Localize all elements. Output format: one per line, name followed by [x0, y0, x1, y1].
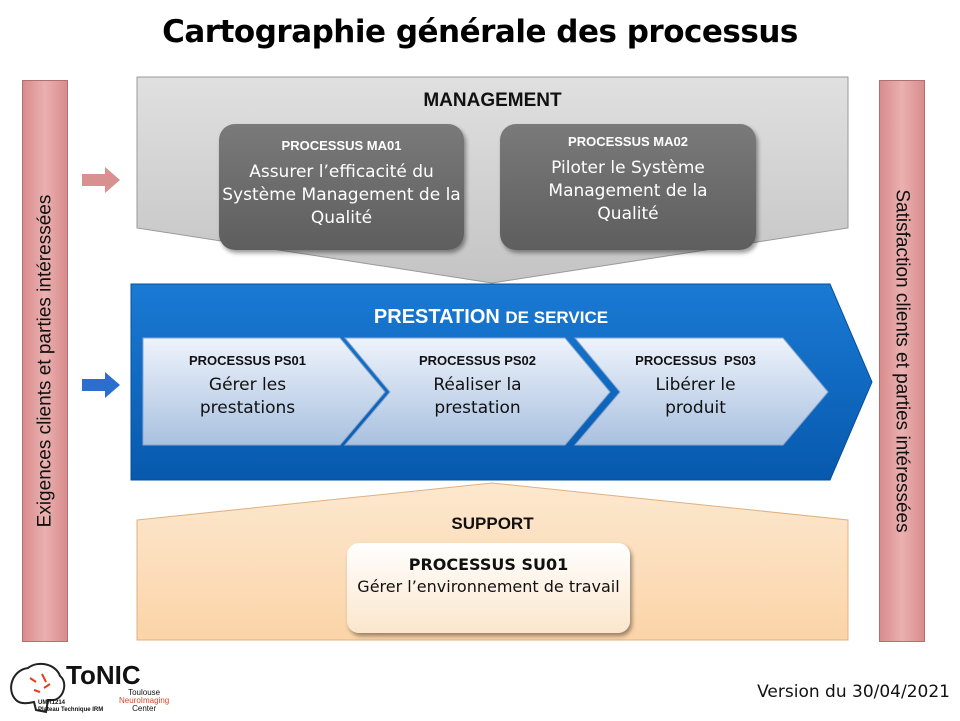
- process-code: PROCESSUS SU01: [408, 555, 569, 574]
- process-ma02[interactable]: PROCESSUS MA02 Piloter le Système Manage…: [500, 124, 756, 250]
- logo-line1: Toulouse: [128, 688, 161, 697]
- process-desc: Réaliser la prestation: [433, 375, 522, 418]
- process-desc: Gérer l’environnement de travail: [357, 577, 620, 596]
- logo-line3: Center: [132, 704, 157, 713]
- process-ps02[interactable]: PROCESSUS PS02 Réaliser la prestation: [390, 353, 565, 420]
- prestation-label-main: PRESTATION: [373, 306, 500, 328]
- chevron-ps03: [573, 337, 829, 446]
- chevron-ps01: [142, 337, 386, 446]
- process-desc: Libérer le produit: [655, 375, 736, 418]
- process-su01[interactable]: PROCESSUS SU01 Gérer l’environnement de …: [347, 543, 630, 633]
- process-desc: Piloter le Système Management de la Qual…: [548, 158, 708, 224]
- logo-platform: Plateau Technique IRM: [38, 707, 104, 713]
- process-code: PROCESSUS PS03: [635, 353, 756, 368]
- process-desc: Gérer les prestations: [199, 375, 296, 418]
- input-arrow-icon: [82, 167, 120, 193]
- brain-icon: [10, 662, 66, 714]
- process-code: PROCESSUS PS01: [188, 353, 307, 368]
- process-ps01[interactable]: PROCESSUS PS01 Gérer les prestations: [160, 353, 335, 420]
- prestation-label-rest: DE SERVICE: [505, 308, 609, 327]
- process-ps03[interactable]: PROCESSUS PS03 Libérer le produit: [608, 353, 783, 420]
- process-code: PROCESSUS MA01: [281, 138, 402, 153]
- process-desc: Assurer l’efficacité du Système Manageme…: [222, 162, 461, 228]
- page-title: Cartographie générale des processus: [162, 14, 798, 50]
- requirements-bar: Exigences clients et parties intéressées: [22, 80, 68, 642]
- process-ma01[interactable]: PROCESSUS MA01 Assurer l’efficacité du S…: [219, 124, 464, 250]
- management-label: MANAGEMENT: [423, 90, 562, 111]
- prestation-label: PRESTATION DE SERVICE: [131, 306, 851, 329]
- satisfaction-bar: Satisfaction clients et parties intéress…: [879, 80, 925, 642]
- logo-name: ToNIC: [66, 660, 141, 690]
- input-arrow-blue-icon: [82, 372, 120, 398]
- logo-unit: UMR1214: [38, 700, 66, 706]
- support-label: SUPPORT: [451, 514, 534, 533]
- version-label: Version du 30/04/2021: [757, 682, 950, 702]
- process-code: PROCESSUS MA02: [568, 134, 688, 149]
- process-code: PROCESSUS PS02: [418, 353, 537, 368]
- chevron-ps02: [343, 337, 611, 446]
- logo-line2: NeuroImaging: [119, 696, 170, 705]
